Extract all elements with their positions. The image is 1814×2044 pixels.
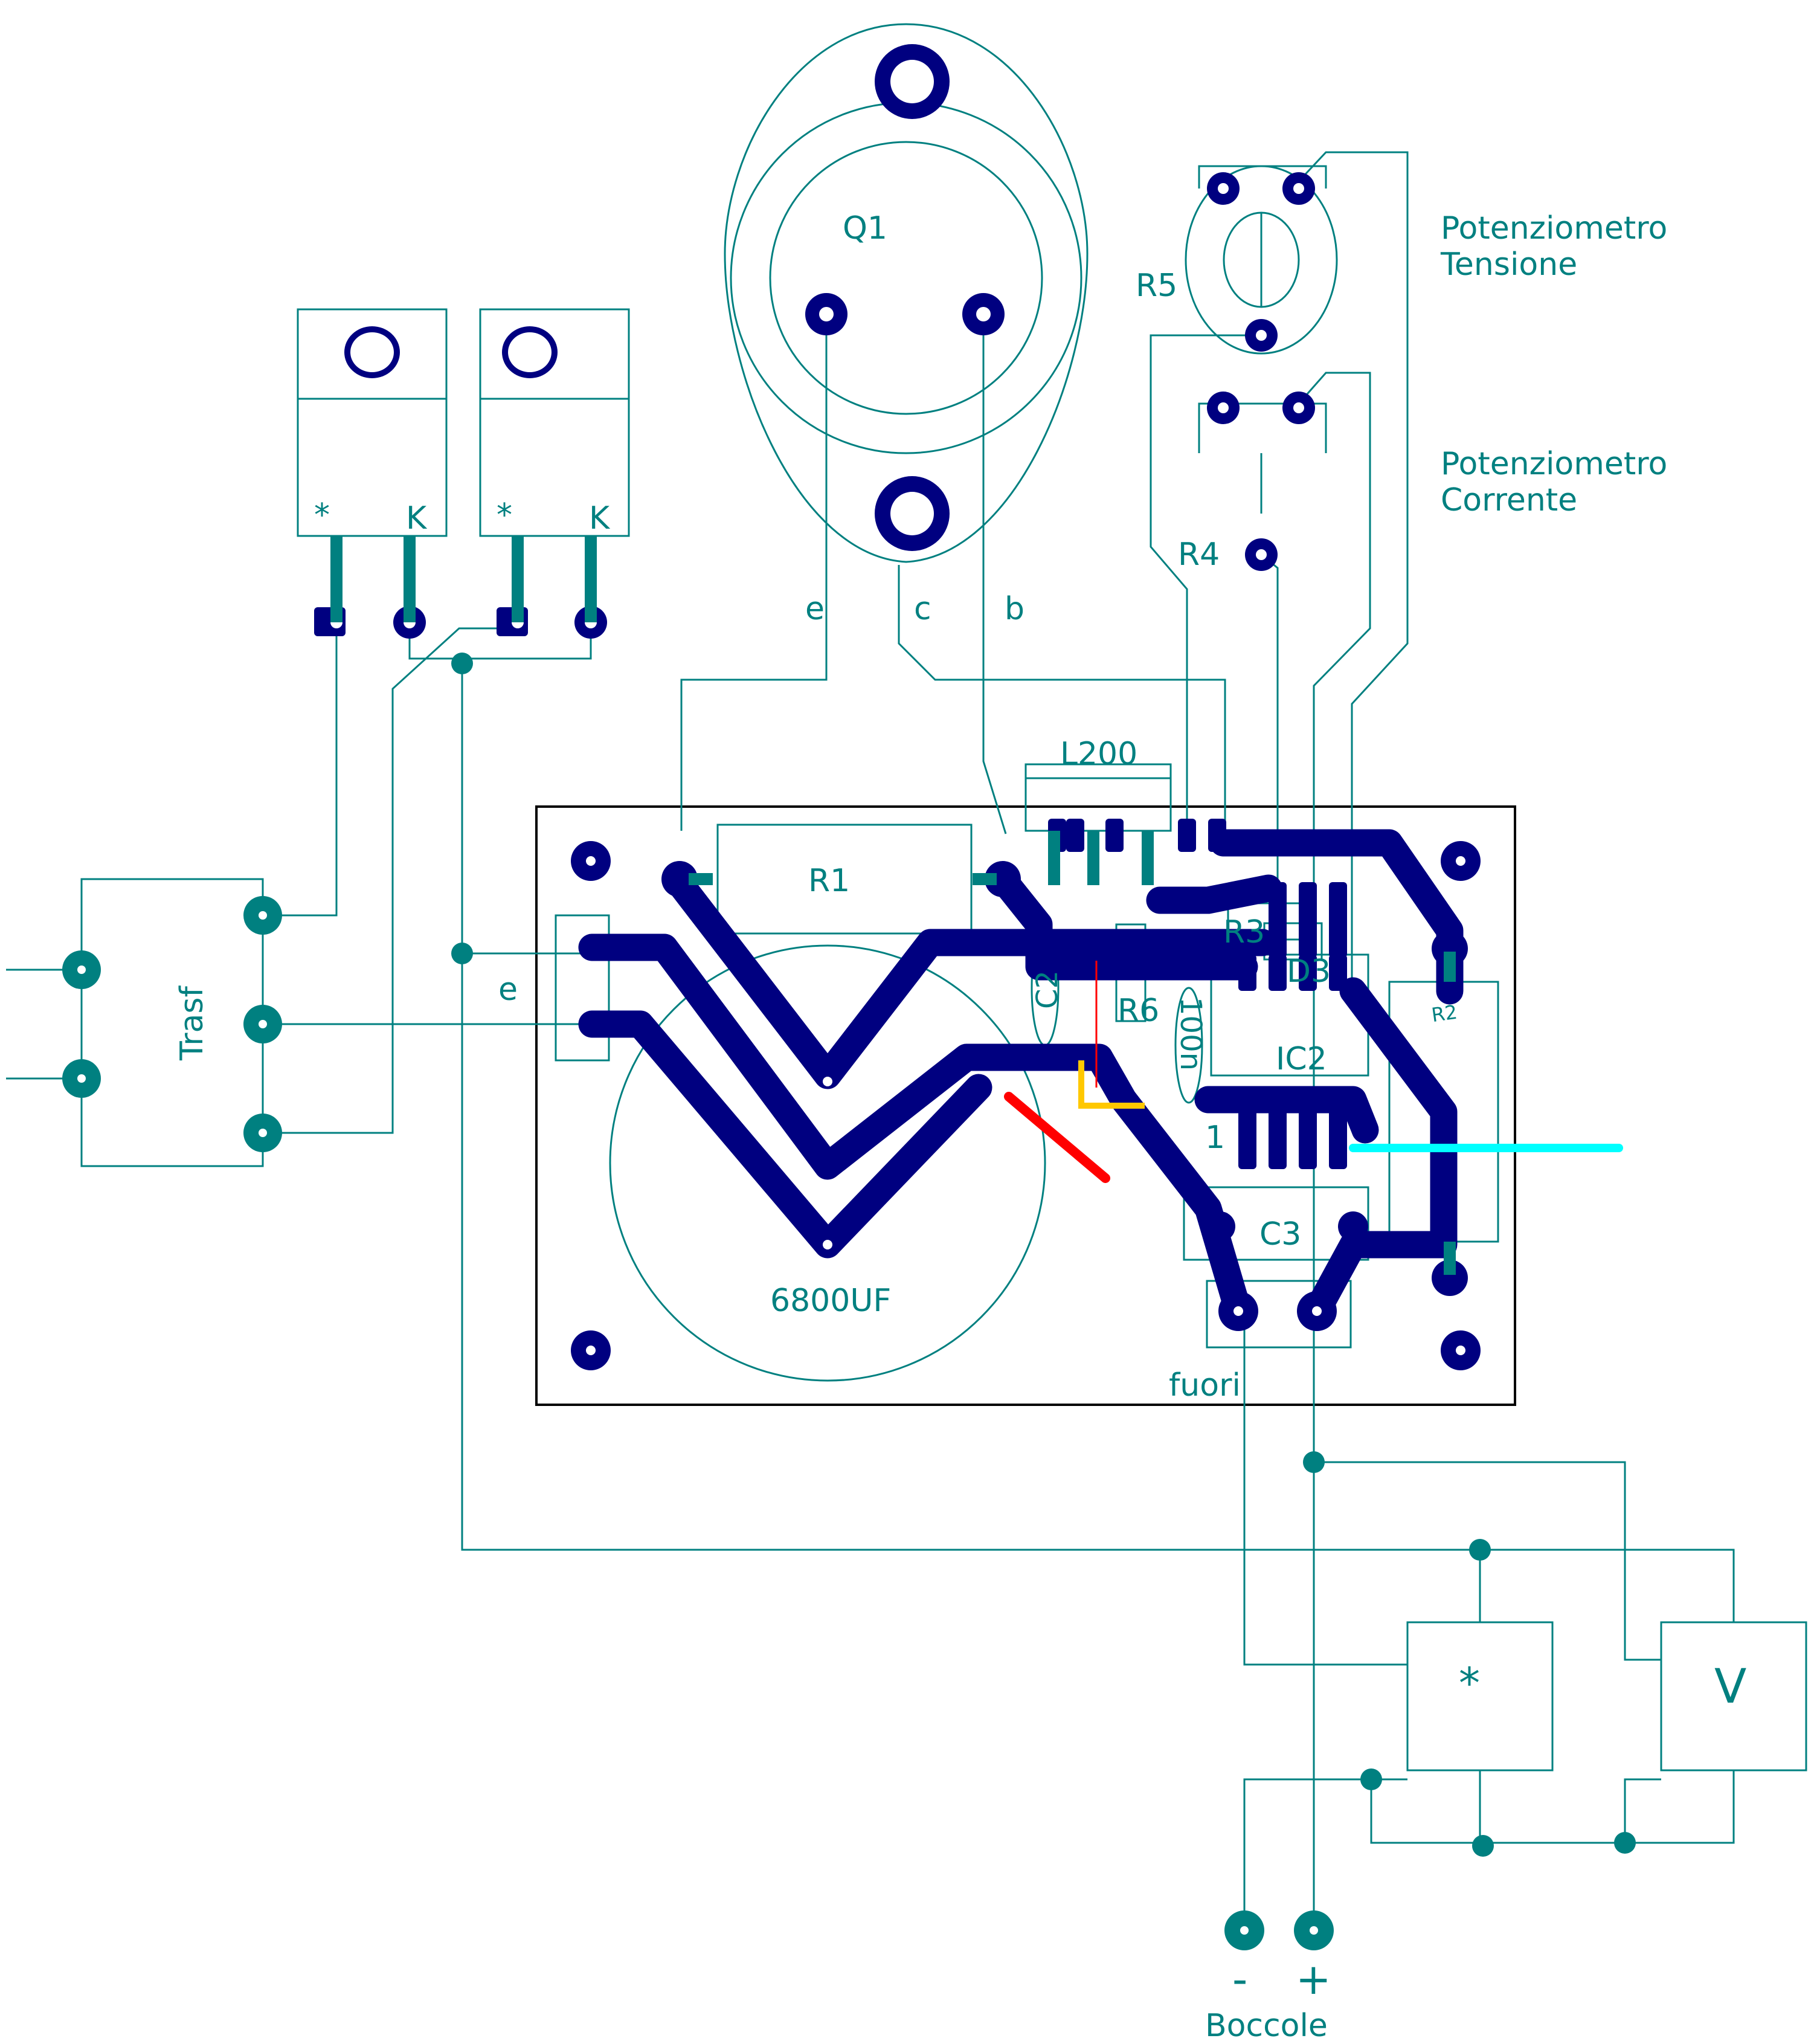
q1-case-inner — [769, 141, 1043, 415]
label-q1: Q1 — [843, 210, 887, 247]
label-pot-tension-2: Tensione — [1440, 247, 1577, 283]
copper-trace — [1146, 874, 1282, 914]
label-r6: R6 — [1118, 993, 1159, 1029]
c100n-body — [1174, 987, 1203, 1104]
label-ammeter: * — [1459, 1659, 1480, 1708]
label-c3: C3 — [1259, 1216, 1301, 1253]
label-r2: R2 — [1430, 1001, 1458, 1027]
cap-main-outline — [609, 944, 1046, 1382]
diode-2-body — [479, 308, 630, 537]
label-plus: + — [1296, 1955, 1331, 2004]
label-c100n: 100n — [1174, 997, 1208, 1071]
label-e-board: e — [498, 972, 518, 1008]
label-diode-2-star: * — [497, 497, 512, 534]
label-r4: R4 — [1178, 537, 1220, 573]
label-d3: D3 — [1287, 953, 1331, 990]
label-ic2: IC2 — [1276, 1041, 1327, 1077]
label-diode-1-k: K — [406, 500, 428, 537]
label-r3: R3 — [1223, 914, 1265, 950]
r1-body — [716, 824, 973, 935]
label-diode-1-star: * — [314, 497, 330, 534]
copper-trace — [578, 1010, 992, 1259]
voltmeter-box — [1660, 1621, 1807, 1772]
label-trasf: Trasf — [174, 985, 210, 1061]
label-pin1: 1 — [1205, 1120, 1225, 1156]
label-pot-tension-1: Potenziometro — [1441, 210, 1667, 247]
copper-trace — [989, 865, 1258, 981]
fuori-connector — [1206, 1280, 1352, 1349]
label-e: e — [805, 591, 825, 627]
label-r5: R5 — [1136, 268, 1177, 304]
l200-body — [1024, 763, 1172, 832]
label-diode-2-k: K — [589, 500, 611, 537]
label-boccole: Boccole — [1205, 2008, 1328, 2044]
q1-case — [730, 102, 1082, 454]
copper-trace — [1194, 1086, 1379, 1144]
label-c2: C2 — [1031, 970, 1064, 1009]
jumper-red — [1004, 1092, 1110, 1183]
jumper-yellow — [1078, 1060, 1145, 1109]
trasf-body — [80, 878, 264, 1167]
label-cap-main: 6800UF — [770, 1283, 891, 1319]
label-b: b — [1005, 591, 1024, 627]
diode-1-body — [297, 308, 448, 537]
ammeter-box — [1406, 1621, 1554, 1772]
label-minus: - — [1232, 1955, 1247, 2004]
label-l200: L200 — [1060, 736, 1137, 772]
label-r1: R1 — [808, 863, 850, 899]
label-pot-current-1: Potenziometro — [1441, 446, 1667, 482]
c3-body — [1183, 1186, 1369, 1261]
copper-trace — [578, 933, 1252, 1325]
label-c: c — [914, 591, 931, 627]
label-fuori: fuori — [1169, 1367, 1241, 1404]
label-voltmeter: V — [1714, 1660, 1746, 1714]
copper-trace — [663, 865, 1276, 1089]
q1-outline — [724, 23, 1089, 563]
e-connector — [555, 914, 610, 1062]
label-pot-current-2: Corrente — [1441, 482, 1577, 518]
